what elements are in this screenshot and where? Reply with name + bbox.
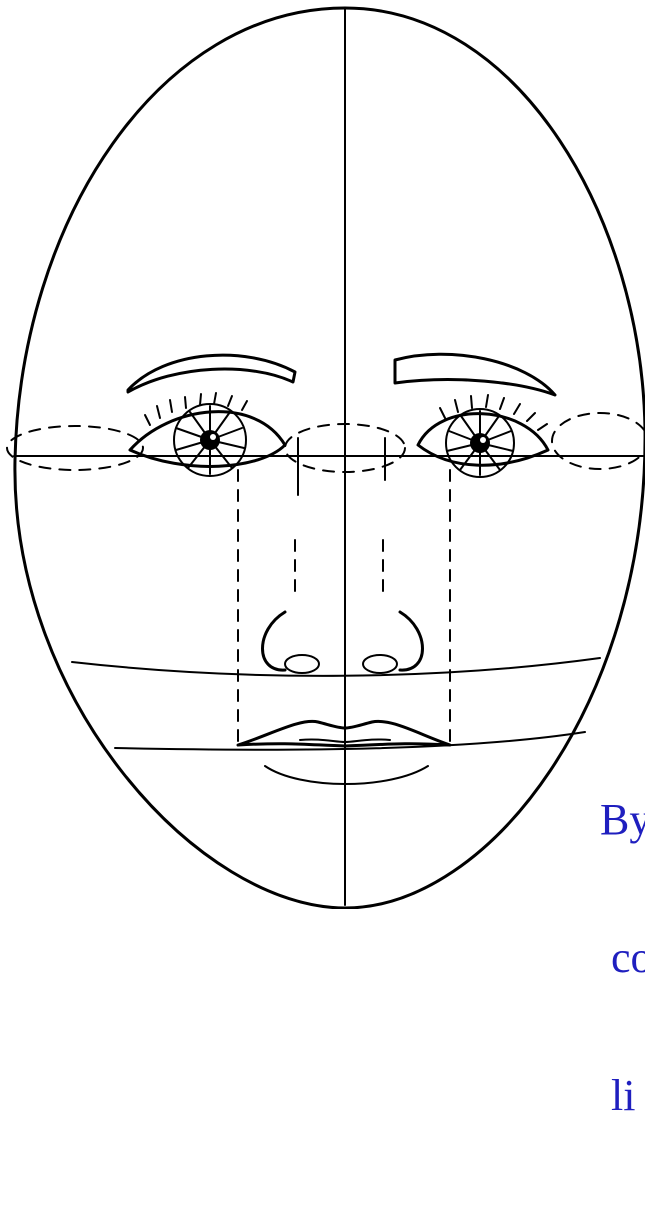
left-eye [130, 393, 285, 476]
caption-line-1: By [600, 797, 645, 843]
right-eye [418, 395, 548, 477]
nose-base-guideline [72, 658, 600, 676]
right-eyebrow [395, 354, 555, 395]
caption-text: By co li [600, 705, 645, 1211]
caption-line-3: li [600, 1073, 645, 1119]
face-diagram [0, 0, 645, 909]
eye-width-guides [7, 413, 645, 472]
caption-line-2: co [600, 935, 645, 981]
left-eyebrow [128, 355, 295, 392]
face-proportion-drawing: By co li [0, 0, 645, 909]
head-outline [15, 8, 645, 908]
chin-crease [265, 766, 428, 784]
nose [263, 612, 423, 673]
